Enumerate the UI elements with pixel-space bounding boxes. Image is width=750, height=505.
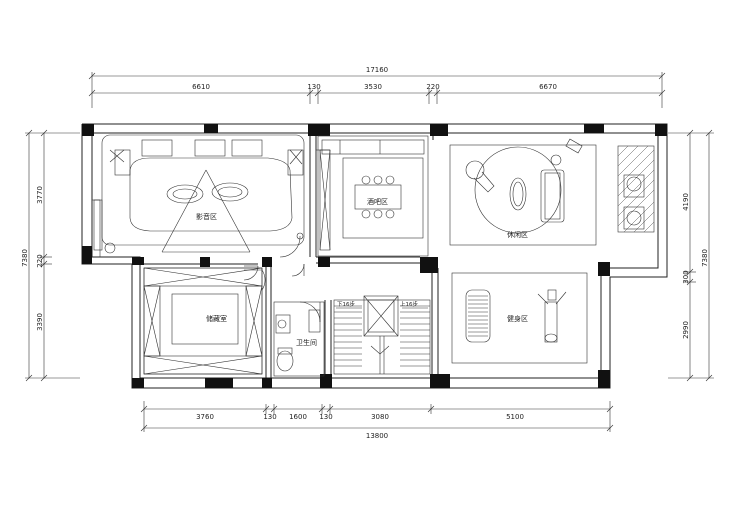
top-dimension-lines: [88, 72, 666, 108]
bathroom-fixtures: [273, 301, 325, 377]
room-label-lounge: 休闲区: [507, 230, 528, 239]
dim-left-segment-1: 3770: [36, 186, 44, 204]
dim-top-segment-4: 220: [426, 83, 439, 91]
dim-right-total: 7380: [701, 249, 709, 267]
dim-top-segment-3: 3530: [364, 83, 382, 91]
dim-left-total: 7380: [21, 249, 29, 267]
dim-bottom-total: 13800: [366, 432, 388, 440]
wall-posts: [82, 124, 667, 388]
left-dimension-lines: [25, 129, 80, 382]
dim-bottom-segment-1: 3760: [196, 413, 214, 421]
dim-left-segment-3: 3390: [36, 313, 44, 331]
dim-bottom-segment-5: 3080: [371, 413, 389, 421]
dim-top-segment-2: 130: [307, 83, 320, 91]
room-label-bar: 酒吧区: [367, 198, 388, 206]
dim-bottom-segment-6: 5100: [506, 413, 524, 421]
bar-furniture: [315, 135, 429, 257]
dim-right-segment-2: 300: [682, 270, 690, 283]
lounge-furniture: [449, 138, 655, 246]
room-label-bathroom: 卫生间: [296, 338, 317, 347]
doors: [243, 263, 305, 281]
dim-bottom-segment-4: 130: [319, 413, 332, 421]
dim-left-segment-2: 220: [36, 254, 44, 267]
storage-furniture: [143, 267, 266, 375]
dim-bottom-segment-2: 130: [263, 413, 276, 421]
dim-top-total: 17160: [366, 66, 388, 74]
dim-top-segment-1: 6610: [192, 83, 210, 91]
staircase: [333, 295, 431, 375]
room-label-theater: 影音区: [196, 212, 217, 221]
stair-label-down: 下16步: [337, 301, 355, 308]
right-dimension-lines: [668, 129, 714, 382]
stair-label-up: 上16步: [400, 300, 418, 308]
room-label-storage: 储藏室: [206, 314, 227, 323]
dim-right-segment-3: 2990: [682, 321, 690, 339]
dim-right-segment-1: 4190: [682, 193, 690, 211]
gym-equipment: [451, 272, 588, 364]
bottom-dimension-lines: [140, 401, 614, 432]
dim-bottom-segment-3: 1600: [289, 413, 307, 421]
dim-top-segment-5: 6670: [539, 83, 557, 91]
theater-furniture: [93, 134, 305, 258]
room-label-gym: 健身区: [507, 314, 528, 323]
